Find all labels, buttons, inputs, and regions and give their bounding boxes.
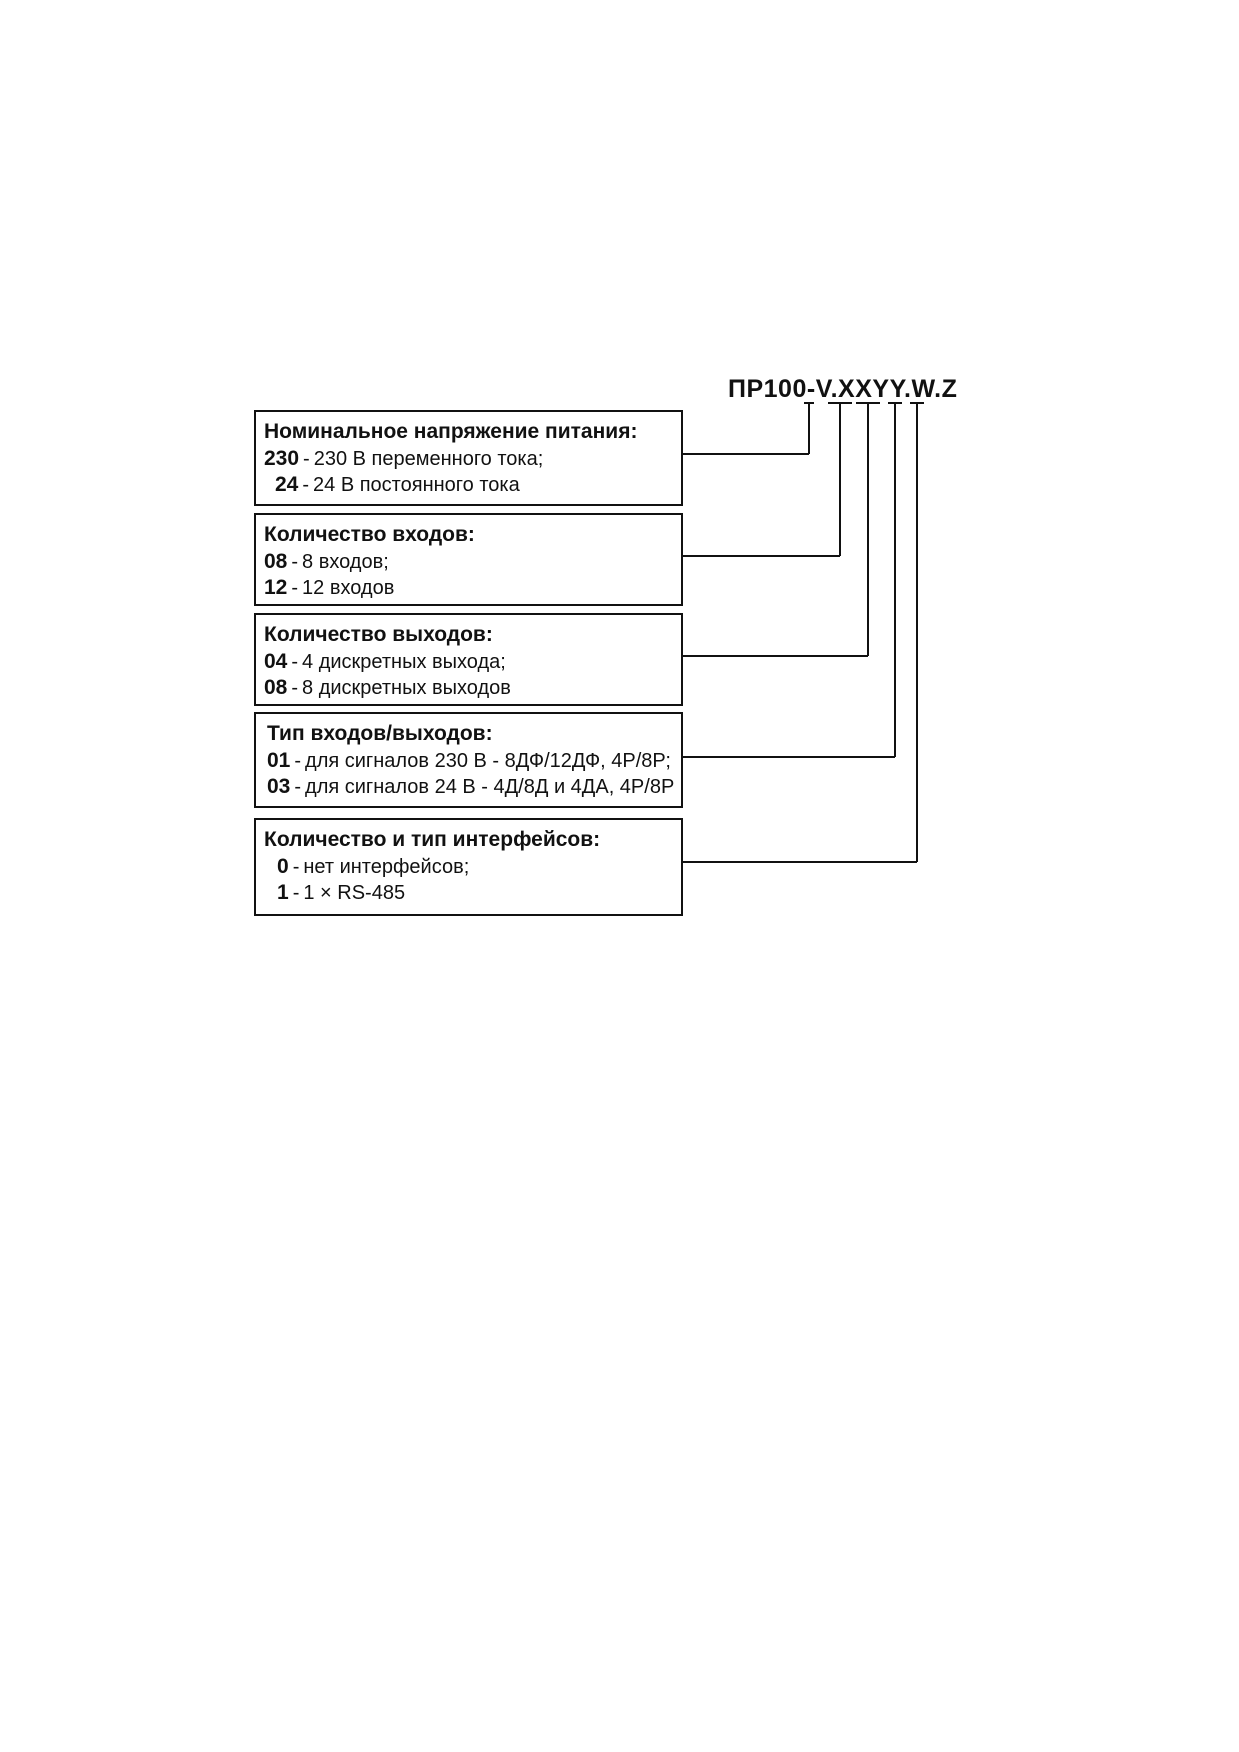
option-code: 08: [264, 550, 288, 573]
option-row: 0-нет интерфейсов;: [264, 854, 673, 880]
option-separator: -: [294, 776, 302, 798]
option-row: 01-для сигналов 230 В - 8ДФ/12ДФ, 4Р/8Р;: [264, 748, 673, 774]
option-row: 12-12 входов: [264, 575, 673, 601]
model-dot-2: .: [903, 375, 912, 403]
option-row: 08-8 дискретных выходов: [264, 675, 673, 701]
model-dot-3: .: [934, 375, 942, 403]
model-z: Z: [941, 375, 958, 403]
option-separator: -: [294, 750, 302, 772]
box-title: Количество выходов:: [264, 623, 493, 646]
box-io-type: Тип входов/выходов: 01-для сигналов 230 …: [254, 712, 683, 808]
option-text: 4 дискретных выхода;: [302, 651, 506, 673]
box-title: Количество входов:: [264, 523, 475, 546]
option-code: 1: [277, 881, 289, 904]
option-text: для сигналов 230 В - 8ДФ/12ДФ, 4Р/8Р;: [305, 750, 671, 772]
tick-xx: [828, 402, 852, 556]
option-text: 230 В переменного тока;: [313, 448, 544, 470]
model-xx: XX: [838, 375, 873, 403]
option-row: 24-24 В постоянного тока: [264, 472, 673, 498]
option-code: 230: [264, 447, 300, 470]
option-text: для сигналов 24 В - 4Д/8Д и 4ДА, 4Р/8Р: [305, 776, 675, 798]
option-row: 08-8 входов;: [264, 549, 673, 575]
model-dot-1: .: [830, 375, 839, 403]
option-separator: -: [303, 448, 310, 470]
option-code: 08: [264, 676, 288, 699]
option-separator: -: [292, 882, 300, 904]
model-yy: YY: [872, 375, 904, 403]
box-title: Количество и тип интерфейсов:: [264, 828, 601, 851]
option-row: 230-230 В переменного тока;: [264, 446, 673, 472]
tick-yy: [856, 402, 880, 656]
tick-z: [910, 402, 924, 862]
connectors: [683, 453, 917, 863]
option-code: 12: [264, 576, 288, 599]
option-code: 03: [267, 775, 291, 798]
option-separator: -: [292, 856, 300, 878]
option-text: 24 В постоянного тока: [313, 474, 520, 496]
option-separator: -: [291, 551, 299, 573]
tick-v: [804, 402, 814, 454]
box-title: Тип входов/выходов:: [267, 722, 493, 745]
option-row: 03-для сигналов 24 В - 4Д/8Д и 4ДА, 4Р/8…: [264, 774, 675, 800]
option-separator: -: [291, 651, 299, 673]
option-row: 04-4 дискретных выхода;: [264, 649, 673, 675]
option-text: 8 дискретных выходов: [302, 677, 511, 699]
box-inputs-count: Количество входов: 08-8 входов; 12-12 вх…: [254, 513, 683, 606]
option-separator: -: [291, 677, 299, 699]
option-text: нет интерфейсов;: [303, 856, 470, 878]
model-code: ПР100-V.XXYY.W.Z: [728, 375, 957, 404]
box-outputs-count: Количество выходов: 04-4 дискретных выхо…: [254, 613, 683, 706]
option-row: 1-1 × RS-485: [264, 880, 673, 906]
option-text: 8 входов;: [302, 551, 389, 573]
box-supply-voltage: Номинальное напряжение питания: 230-230 …: [254, 410, 683, 506]
option-code: 04: [264, 650, 288, 673]
model-v: V: [815, 375, 831, 403]
model-prefix: ПР100-: [728, 375, 816, 403]
model-w: W: [911, 375, 935, 403]
option-code: 01: [267, 749, 291, 772]
segment-ticks: [804, 402, 924, 862]
option-text: 1 × RS-485: [303, 882, 406, 904]
option-code: 0: [277, 855, 289, 878]
box-interfaces: Количество и тип интерфейсов: 0-нет инте…: [254, 818, 683, 916]
box-title: Номинальное напряжение питания:: [264, 420, 638, 443]
option-code: 24: [275, 473, 299, 496]
option-text: 12 входов: [302, 577, 395, 599]
option-separator: -: [302, 474, 310, 496]
option-separator: -: [291, 577, 299, 599]
tick-w: [888, 402, 902, 757]
